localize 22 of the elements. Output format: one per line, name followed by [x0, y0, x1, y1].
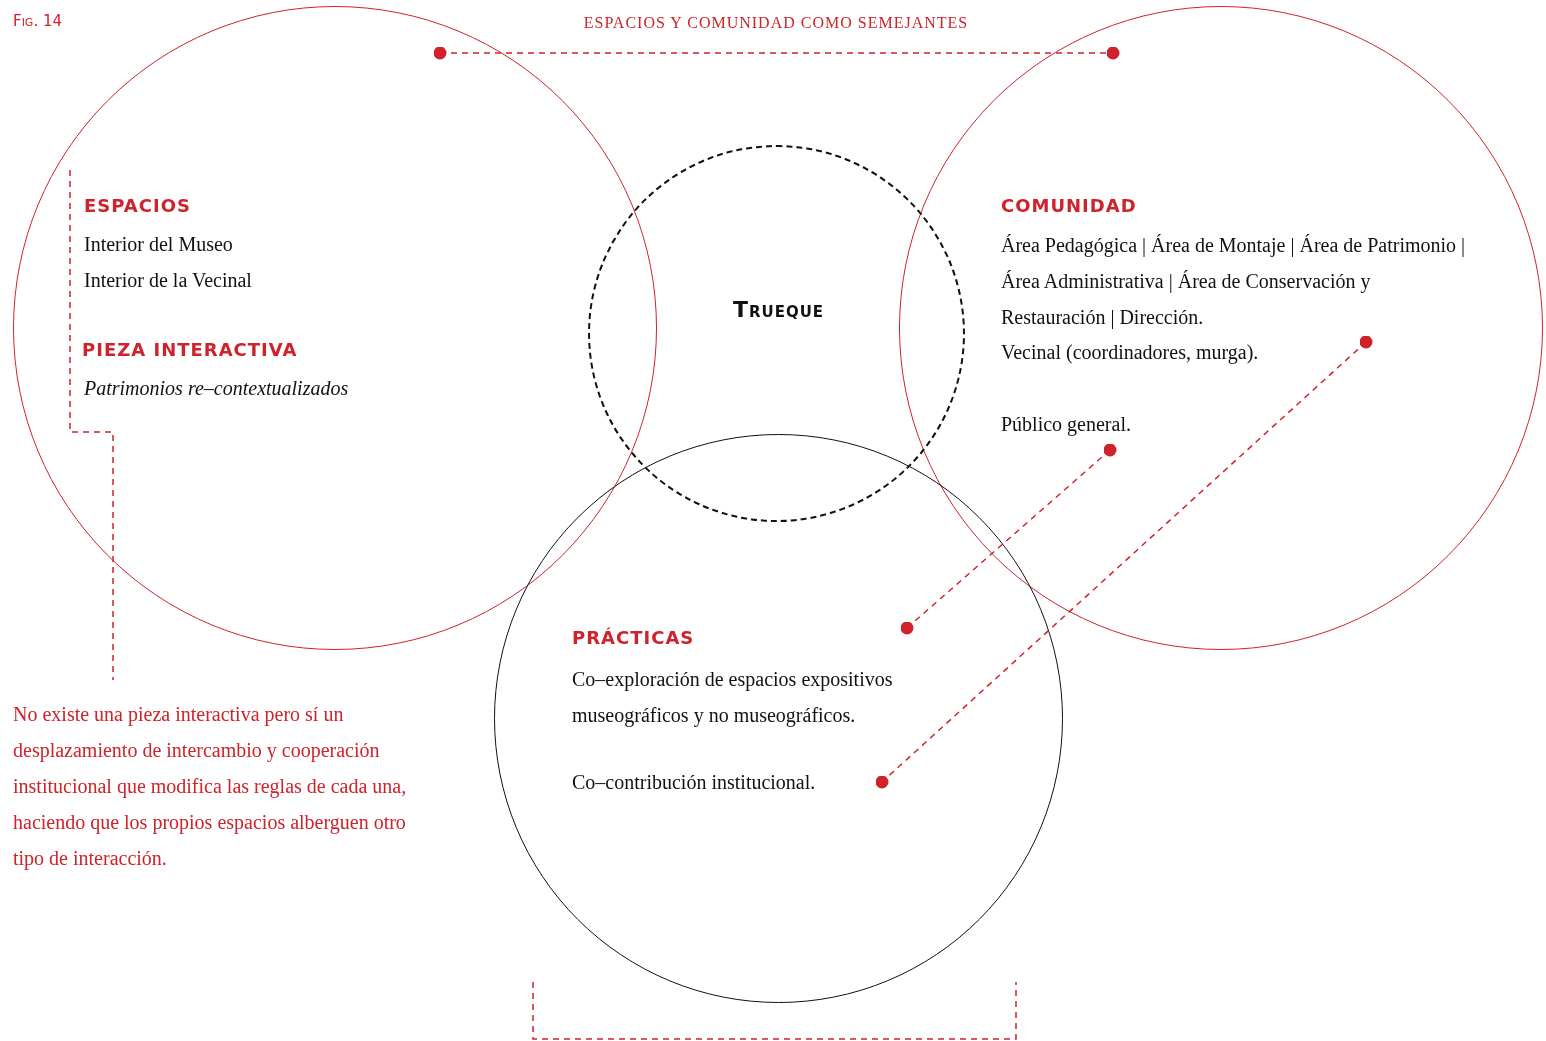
body-text: Co–exploración de espacios expositivos museográficos y no museográficos. — [572, 667, 894, 729]
dot-connector — [875, 335, 1373, 789]
section-heading: PIEZA INTERACTIVA — [82, 338, 298, 362]
figure-number: Fig. 14 — [13, 12, 63, 30]
venn-circle — [588, 145, 965, 522]
section-heading: PRÁCTICAS — [572, 626, 695, 650]
dot-connector — [433, 46, 1120, 60]
body-text: Co–contribución institucional. — [572, 770, 816, 795]
section-heading: COMUNIDAD — [1001, 194, 1137, 218]
dot-connector — [900, 443, 1117, 635]
venn-circle — [494, 434, 1063, 1003]
body-text: Vecinal (coordinadores, murga). — [1001, 340, 1259, 365]
edge-label: ESPACIOS Y COMUNIDAD COMO SEMEJANTES — [582, 14, 970, 32]
section-heading: ESPACIOS — [84, 194, 191, 218]
body-text: Área Pedagógica | Área de Montaje | Área de Patrimonio | Área Administrativa | Área de Conservación y Restauración | Dirección. — [1001, 233, 1467, 331]
connector-line — [69, 169, 114, 681]
list-item: Interior del Museo — [84, 232, 233, 257]
italic-text: Patrimonios re–contextualizados — [84, 376, 349, 401]
note-text: No existe una pieza interactiva pero sí un desplazamiento de intercambio y cooperación institucional que modifica las reglas de cada una, haciendo que los propios espacios alberguen otro tipo de interacción. — [13, 702, 408, 872]
body-text: Público general. — [1001, 412, 1131, 437]
list-item: Interior de la Vecinal — [84, 268, 252, 293]
circle-label: Trueque — [731, 297, 826, 323]
